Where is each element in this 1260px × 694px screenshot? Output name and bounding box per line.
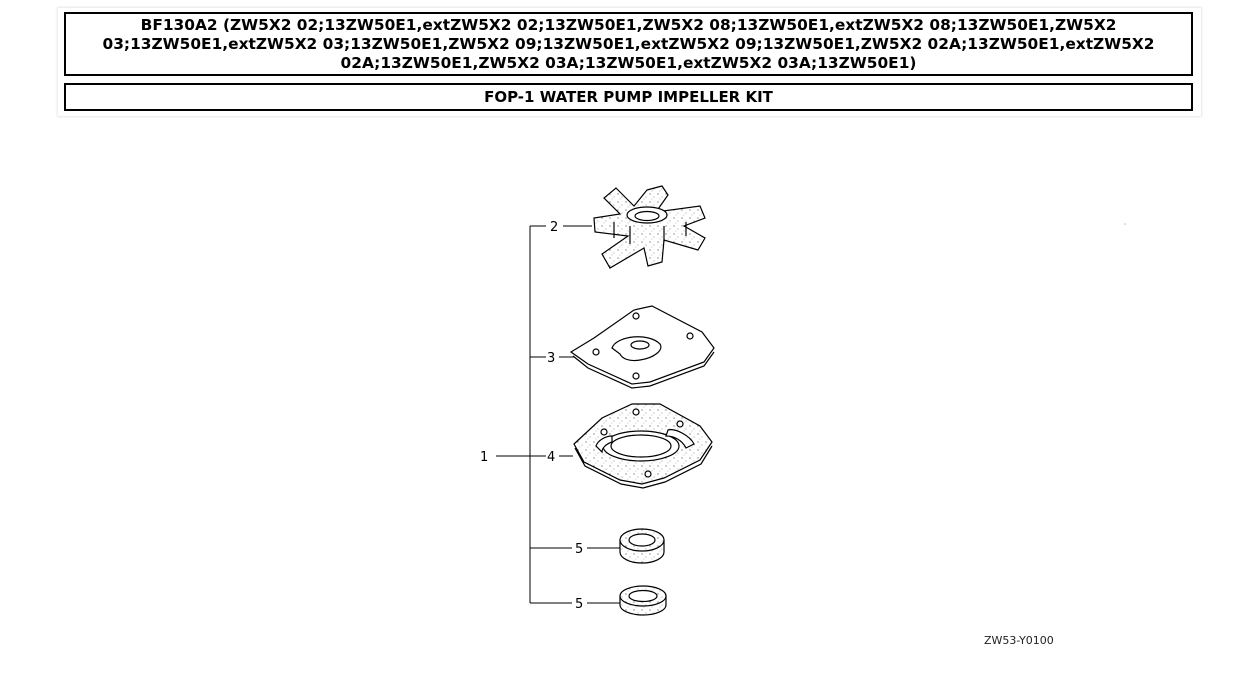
section-title-text: FOP-1 WATER PUMP IMPELLER KIT: [484, 88, 773, 106]
kit-bracket: [496, 225, 572, 604]
callout-seal-b: 5: [575, 597, 583, 612]
callout-seal-a: 5: [575, 542, 583, 557]
callout-plate: 3: [547, 351, 555, 366]
scan-dot: [1124, 223, 1126, 225]
callout-impeller: 2: [550, 220, 558, 235]
callout-gasket: 4: [547, 450, 555, 465]
seal-b-drawing: [619, 585, 667, 616]
reference-code: ZW53-Y0100: [984, 634, 1054, 647]
seal-a-drawing: [619, 528, 665, 564]
leader-lines: [530, 225, 620, 604]
wear-plate-drawing: [569, 305, 715, 389]
impeller-drawing: [593, 185, 706, 269]
section-title: FOP-1 WATER PUMP IMPELLER KIT: [64, 83, 1193, 111]
callout-kit: 1: [480, 450, 488, 465]
model-title: BF130A2 (ZW5X2 02;13ZW50E1,extZW5X2 02;1…: [64, 12, 1193, 76]
header-panel: BF130A2 (ZW5X2 02;13ZW50E1,extZW5X2 02;1…: [58, 8, 1201, 116]
gasket-drawing: [573, 403, 713, 489]
model-title-text: BF130A2 (ZW5X2 02;13ZW50E1,extZW5X2 02;1…: [102, 15, 1155, 72]
